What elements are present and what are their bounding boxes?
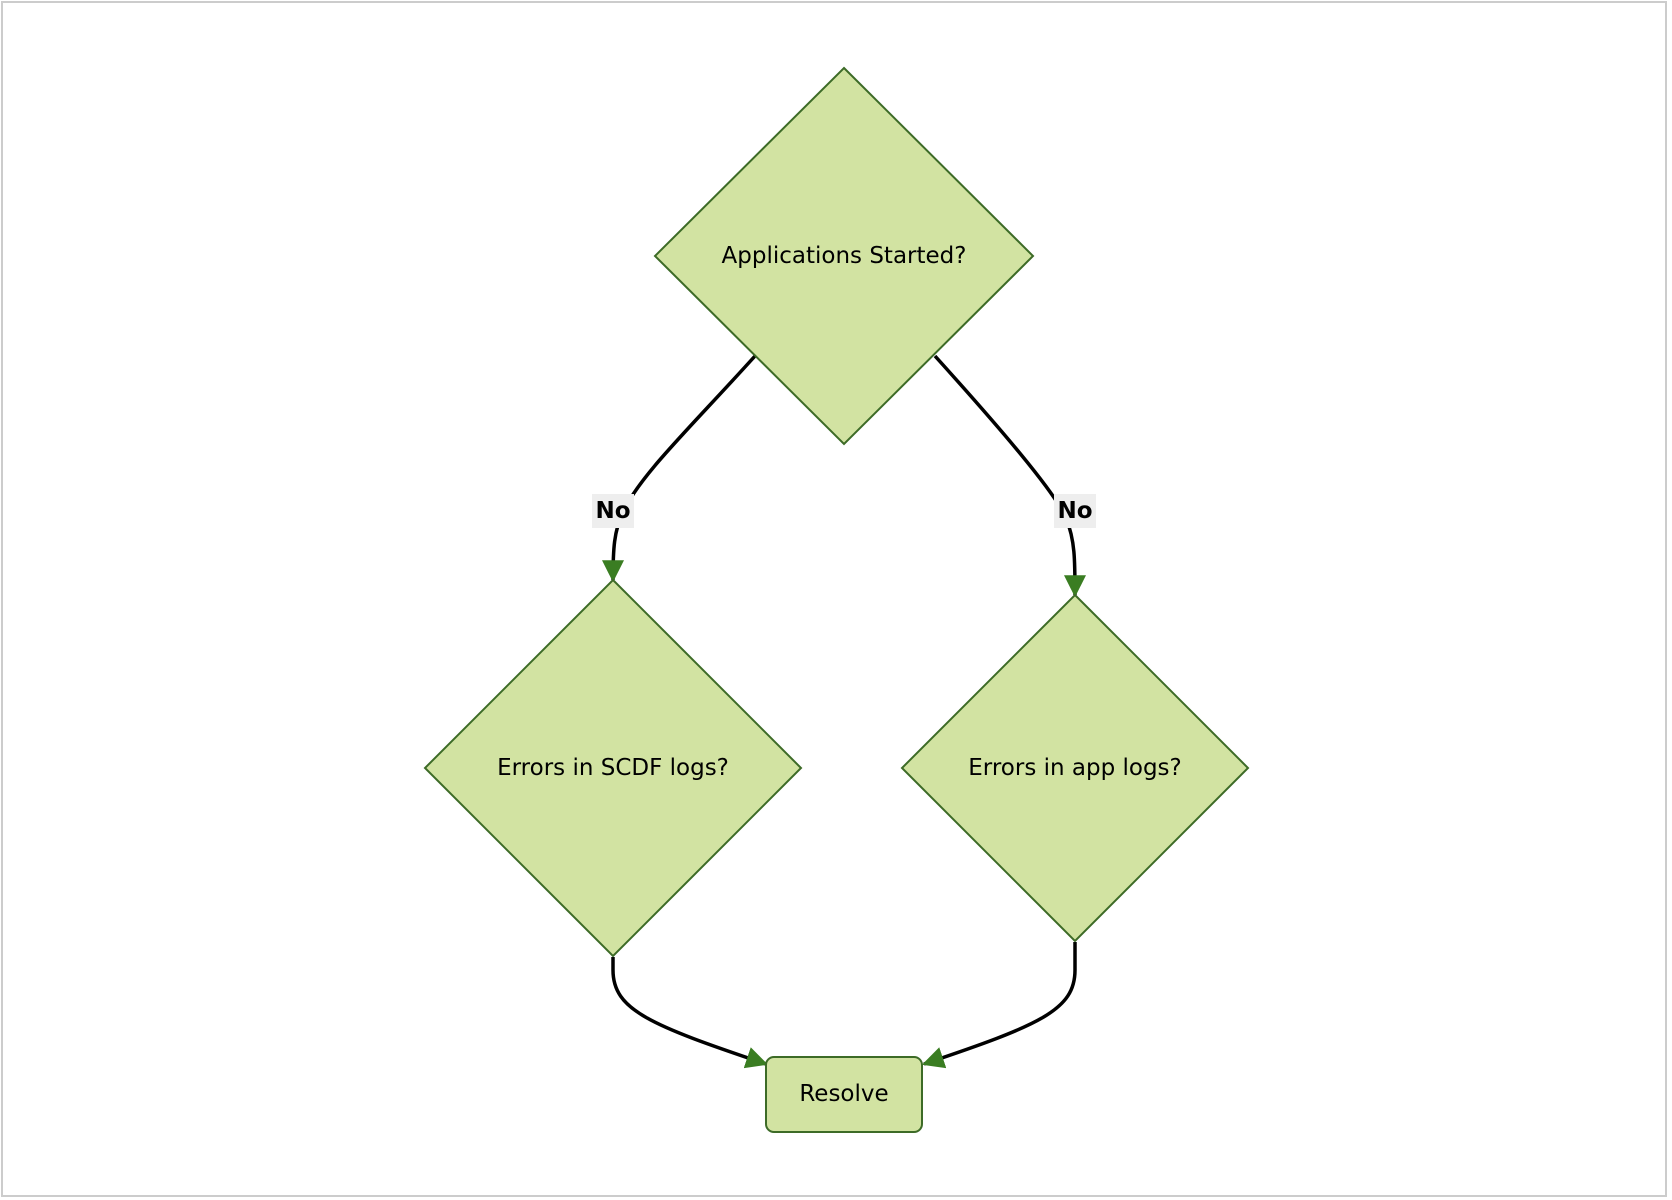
edge-app-to-resolve (921, 942, 1077, 1069)
edge-label-background (1054, 494, 1096, 528)
edge-label-background (592, 494, 634, 528)
decision-errors-in-scdf-logs[interactable]: Errors in SCDF logs? (423, 578, 803, 958)
decision-label: Errors in app logs? (968, 755, 1182, 781)
edge-label-scdf: No (592, 494, 634, 528)
edge-label-text: No (595, 498, 630, 524)
process-label: Resolve (799, 1081, 888, 1107)
decision-label: Errors in SCDF logs? (497, 755, 729, 781)
edge-scdf-to-resolve (611, 957, 769, 1069)
decision-diamond (423, 578, 803, 958)
process-box (765, 1056, 923, 1133)
decision-diamond (653, 66, 1035, 446)
edge-label-app: No (1054, 494, 1096, 528)
decision-applications-started[interactable]: Applications Started? (653, 66, 1035, 446)
edge-label-text: No (1057, 498, 1092, 524)
decision-diamond (900, 593, 1250, 943)
decision-errors-in-app-logs[interactable]: Errors in app logs? (900, 593, 1250, 943)
decision-label: Applications Started? (722, 243, 967, 269)
process-resolve[interactable]: Resolve (765, 1056, 923, 1133)
